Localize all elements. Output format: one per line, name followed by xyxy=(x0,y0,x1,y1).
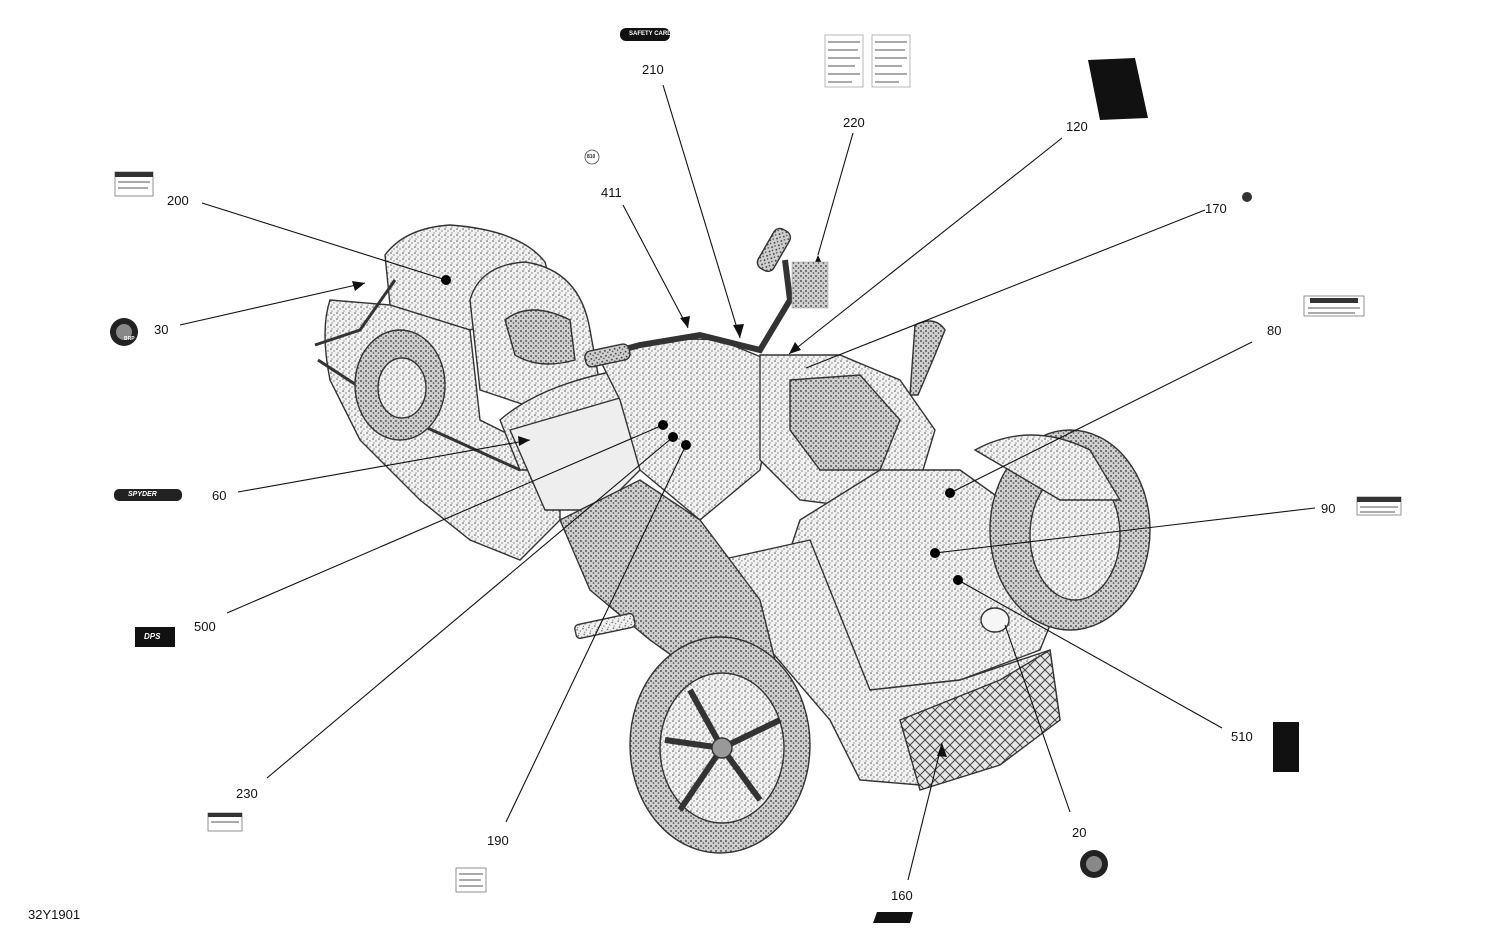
safety-card-text: SAFETY CARD xyxy=(629,31,672,37)
callout-220: 220 xyxy=(843,115,865,130)
brp-logo-decal xyxy=(110,318,1108,878)
callout-120: 120 xyxy=(1066,119,1088,134)
callout-200: 200 xyxy=(167,193,189,208)
small-round-decal xyxy=(1242,192,1252,202)
diagram-reference-code: 32Y1901 xyxy=(28,907,81,922)
code-810-text: 810 xyxy=(587,154,596,160)
callout-30: 30 xyxy=(154,322,169,337)
label-230-decal xyxy=(207,812,243,832)
safety-card-decal xyxy=(620,28,670,41)
callout-190: 190 xyxy=(487,833,509,848)
callout-60: 60 xyxy=(212,488,227,503)
spyder-logo-text: SPYDER xyxy=(128,491,157,498)
label-80-decal xyxy=(1303,295,1365,317)
black-warning-decal xyxy=(1088,58,1148,120)
handlebar xyxy=(584,259,794,363)
callout-210: 210 xyxy=(642,62,664,77)
label-220-card xyxy=(791,261,829,309)
right-mirror xyxy=(909,320,946,396)
callout-230: 230 xyxy=(236,786,258,801)
callout-411: 411 xyxy=(601,185,622,200)
brp-logo-text: BRP xyxy=(124,336,135,342)
vehicle-illustration xyxy=(314,224,1151,854)
label-160-decal xyxy=(873,912,913,923)
label-90-decal xyxy=(1356,496,1402,516)
callout-20: 20 xyxy=(1072,825,1087,840)
callout-80: 80 xyxy=(1267,323,1282,338)
label-190-decal xyxy=(455,867,487,893)
callout-510: 510 xyxy=(1231,729,1253,744)
dps-text: DPS xyxy=(144,632,161,641)
callout-500: 500 xyxy=(194,619,216,634)
leader-lines xyxy=(179,84,1316,881)
callout-170: 170 xyxy=(1205,201,1227,216)
dps-decal xyxy=(135,627,175,647)
code-810-decal xyxy=(584,149,600,165)
label-200-decal xyxy=(114,171,154,197)
label-510-decal xyxy=(1273,722,1299,772)
warning-label-sheets xyxy=(824,34,911,88)
callout-90: 90 xyxy=(1321,501,1336,516)
spyder-logo-decal xyxy=(114,489,182,501)
callout-160: 160 xyxy=(891,888,913,903)
callout-dots xyxy=(441,275,963,585)
